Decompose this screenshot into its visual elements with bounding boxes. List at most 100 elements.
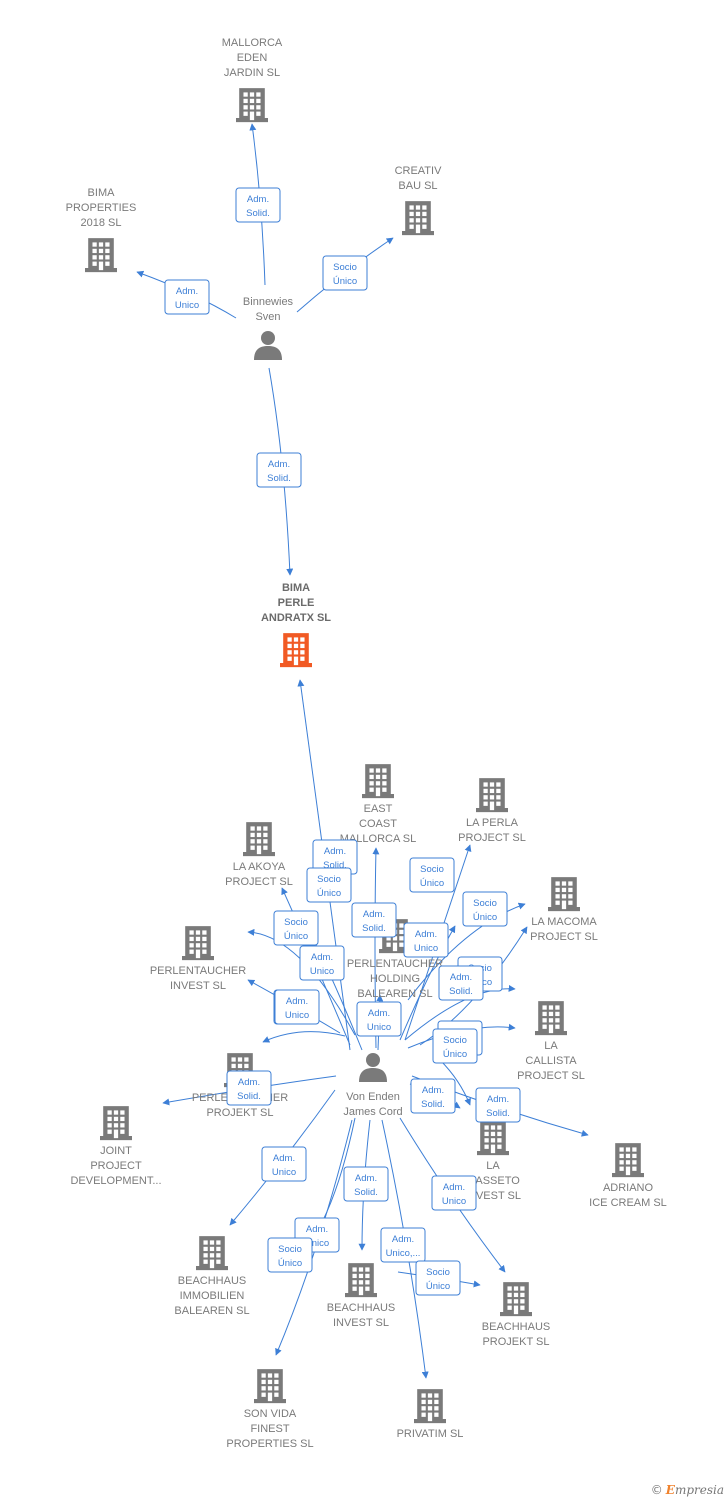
node-privatim[interactable]: PRIVATIM SL bbox=[397, 1389, 464, 1440]
edge-role-label[interactable]: Adm.Solid. bbox=[438, 965, 484, 1001]
building-icon bbox=[280, 633, 312, 668]
building-icon bbox=[402, 201, 434, 236]
edge-role-box bbox=[164, 279, 210, 315]
node-joint_project[interactable]: JOINTPROJECTDEVELOPMENT... bbox=[70, 1106, 162, 1187]
edge-role-label[interactable]: Adm.Unico bbox=[431, 1175, 477, 1211]
edge-role-label[interactable]: Adm.Solid. bbox=[410, 1078, 456, 1114]
edge-role-label[interactable]: Adm.Solid. bbox=[343, 1166, 389, 1202]
node-label: BEACHHAUS bbox=[482, 1321, 550, 1333]
edge-role-text: Adm. bbox=[415, 929, 437, 940]
node-label: MASSETO bbox=[466, 1175, 520, 1187]
edge-role-label[interactable]: Adm.Solid. bbox=[235, 187, 281, 223]
node-label: CREATIV bbox=[395, 165, 443, 177]
edge-role-box bbox=[226, 1070, 272, 1106]
edge-role-text: Unico bbox=[272, 1167, 296, 1178]
edge-role-text: Unico bbox=[175, 300, 199, 311]
edge-role-label[interactable]: Adm.Unico bbox=[403, 922, 449, 958]
brand-logo[interactable]: ©Empresia bbox=[651, 1483, 724, 1497]
edge-role-box bbox=[351, 902, 397, 938]
node-label: PERLENTAUCHER bbox=[150, 965, 246, 977]
node-label: LA AKOYA bbox=[233, 861, 286, 873]
node-label: JARDIN SL bbox=[224, 67, 280, 79]
node-label: PERLE bbox=[278, 597, 315, 609]
node-creativ_bau[interactable]: CREATIV BAU SL bbox=[395, 165, 443, 236]
edge-role-text: Adm. bbox=[286, 996, 308, 1007]
node-label: Binnewies bbox=[243, 296, 294, 308]
building-icon bbox=[196, 1236, 228, 1271]
building-icon bbox=[414, 1389, 446, 1424]
edge-role-text: Solid. bbox=[323, 860, 347, 871]
edge-role-text: Adm. bbox=[363, 909, 385, 920]
edge-role-label[interactable]: Adm.Unico bbox=[274, 989, 320, 1025]
edge-role-label[interactable]: Adm.Unico bbox=[261, 1146, 307, 1182]
edge-role-text: Socio bbox=[420, 864, 444, 875]
edge-role-text: Solid. bbox=[362, 923, 386, 934]
edge-role-text: Adm. bbox=[450, 972, 472, 983]
building-icon bbox=[535, 1001, 567, 1036]
building-icon bbox=[500, 1282, 532, 1317]
node-label: EAST bbox=[364, 803, 393, 815]
edge-role-label[interactable]: Adm.Solid. bbox=[475, 1087, 521, 1123]
building-icon bbox=[476, 778, 508, 813]
edge-von_enden-to-la_perla bbox=[399, 925, 456, 1041]
node-label: 2018 SL bbox=[81, 217, 122, 229]
edge-role-label[interactable]: Adm.Unico bbox=[356, 1001, 402, 1037]
edge-role-text: Adm. bbox=[176, 286, 198, 297]
edge-role-label[interactable]: Adm.Unico,... bbox=[380, 1227, 426, 1263]
edge-role-box bbox=[438, 965, 484, 1001]
node-adriano[interactable]: ADRIANO ICE CREAM SL bbox=[589, 1143, 667, 1209]
edge-role-box bbox=[261, 1146, 307, 1182]
edge-role-label[interactable]: Adm.Solid. bbox=[256, 452, 302, 488]
edge-role-text: Unico bbox=[305, 1238, 329, 1249]
node-la_akoya[interactable]: LA AKOYA PROJECT SL bbox=[225, 822, 293, 888]
edge-role-text: Unico bbox=[310, 966, 334, 977]
node-label: MALLORCA SL bbox=[340, 833, 416, 845]
node-label: ICE CREAM SL bbox=[589, 1197, 667, 1209]
edge-role-box bbox=[299, 945, 345, 981]
edge-role-text: Adm. bbox=[443, 1182, 465, 1193]
edge-labels-layer: Adm.Solid.Adm.UnicoSocioÚnicoAdm.Solid.A… bbox=[164, 187, 521, 1296]
edge-von_enden-to-la_macoma bbox=[407, 902, 526, 1001]
node-label: PROJECT SL bbox=[225, 876, 293, 888]
edge-role-text: Adm. bbox=[306, 1224, 328, 1235]
building-icon bbox=[345, 1263, 377, 1298]
node-label: ADRIANO bbox=[603, 1182, 654, 1194]
node-label: BAU SL bbox=[398, 180, 437, 192]
brand-name: mpresia bbox=[674, 1483, 724, 1497]
edge-role-text: Único bbox=[420, 878, 444, 889]
node-label: PROPERTIES bbox=[66, 202, 137, 214]
edge-role-label[interactable]: Adm.Unico bbox=[299, 945, 345, 981]
edge-role-box bbox=[431, 1175, 477, 1211]
edge-role-label[interactable]: Adm.Solid. bbox=[226, 1070, 272, 1106]
edge-role-label[interactable]: Adm. Solid. bbox=[351, 902, 397, 938]
edge-role-label[interactable]: Adm. Unico bbox=[164, 279, 210, 315]
edge-role-text: Socio bbox=[284, 917, 308, 928]
node-label: JOINT bbox=[100, 1145, 132, 1157]
